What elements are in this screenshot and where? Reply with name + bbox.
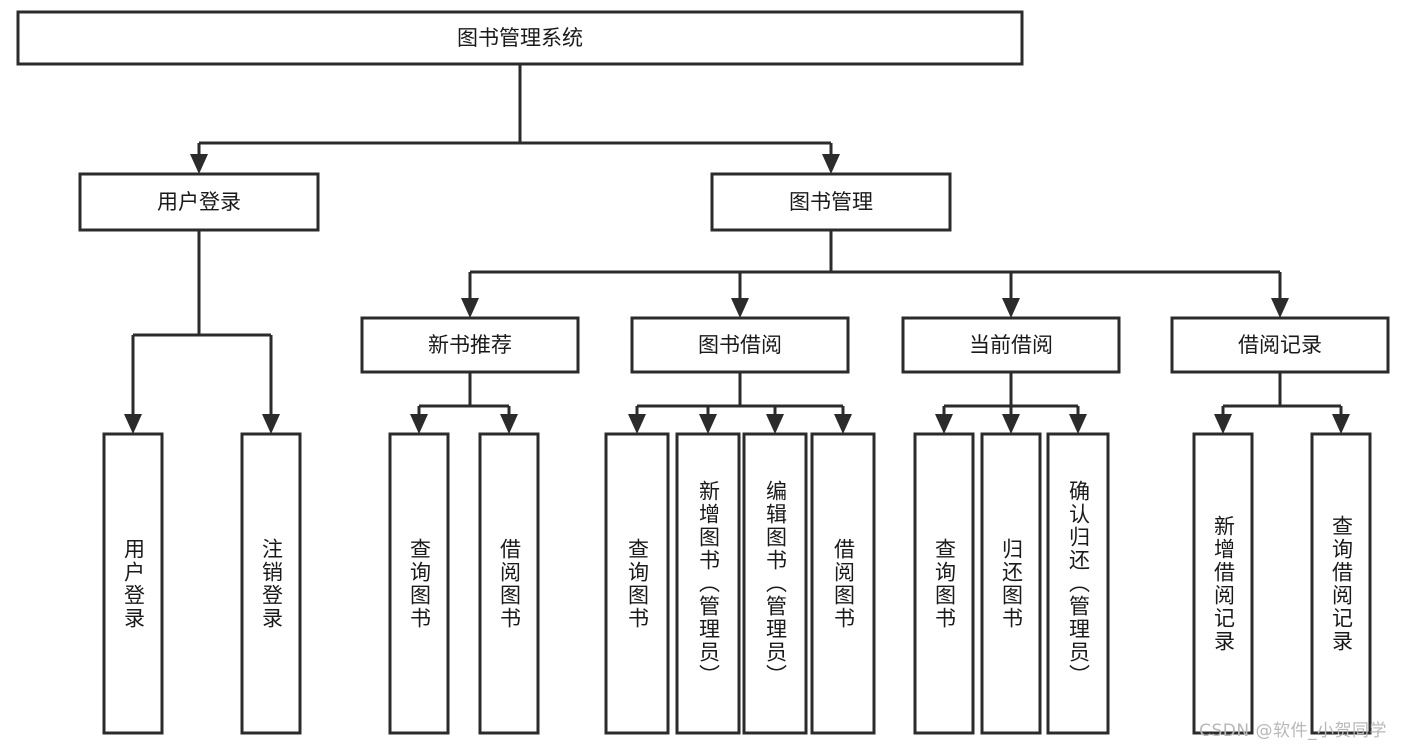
level3-node-box (360, 316, 580, 374)
leaf-node-box (675, 432, 741, 735)
level3-node-label: 当前借阅 (969, 333, 1053, 357)
level3-node-box (1170, 316, 1390, 374)
leaf-node-box (240, 432, 302, 735)
leaf-node-box (102, 432, 164, 735)
level3-node-box (630, 316, 850, 374)
root-node-box (16, 10, 1024, 66)
level2-node-label: 图书管理 (789, 190, 873, 214)
leaf-node-box (604, 432, 670, 735)
level2-node-box (710, 172, 952, 232)
leaf-node-box (388, 432, 450, 735)
root-node-label: 图书管理系统 (457, 26, 583, 50)
level3-node-label: 新书推荐 (428, 333, 512, 357)
leaf-node-box (1046, 432, 1110, 735)
box-layer (16, 10, 1390, 735)
level3-node-label: 借阅记录 (1238, 333, 1322, 357)
leaf-node-box (980, 432, 1042, 735)
leaf-node-box (742, 432, 808, 735)
leaf-node-box (1310, 432, 1372, 735)
connector-layer (124, 64, 1350, 434)
level2-node-label: 用户登录 (157, 190, 241, 214)
level3-node-box (901, 316, 1121, 374)
level3-node-label: 图书借阅 (698, 333, 782, 357)
leaf-node-box (810, 432, 876, 735)
level2-node-box (78, 172, 320, 232)
leaf-node-box (1192, 432, 1254, 735)
csdn-watermark: CSDN @软件_小贺同学 (1199, 721, 1387, 741)
leaf-node-box (478, 432, 540, 735)
leaf-node-box (913, 432, 975, 735)
